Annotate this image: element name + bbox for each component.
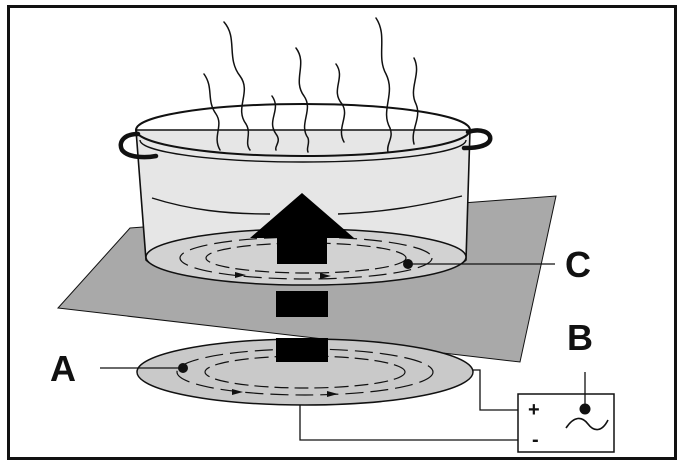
label-c: C — [565, 244, 591, 285]
induction-coil — [136, 338, 474, 406]
field-arrow-segment — [276, 338, 328, 362]
liquid-surface-line — [337, 195, 463, 215]
ac-wave-icon — [565, 417, 609, 431]
coil-current-arrow — [327, 391, 338, 397]
coil-current-arrow — [232, 389, 243, 395]
power-source: + - — [517, 372, 615, 453]
minus-terminal: - — [532, 429, 539, 451]
field-arrow-segment — [276, 291, 328, 317]
eddy-current-arrow — [320, 273, 331, 279]
label-a: A — [50, 348, 76, 389]
pot-handle-left — [118, 131, 159, 160]
plus-terminal: + — [528, 399, 540, 421]
wire-to-plus — [472, 369, 518, 411]
steam-icon — [203, 17, 419, 153]
liquid-surface-line — [151, 197, 271, 215]
pot-handle-right — [461, 128, 493, 151]
label-b: B — [567, 317, 593, 358]
source-box — [517, 393, 615, 453]
wire-to-minus — [299, 400, 518, 441]
pot-rim-inner — [139, 139, 467, 163]
field-arrow-head — [250, 193, 354, 264]
eddy-current-arrow — [235, 272, 246, 278]
